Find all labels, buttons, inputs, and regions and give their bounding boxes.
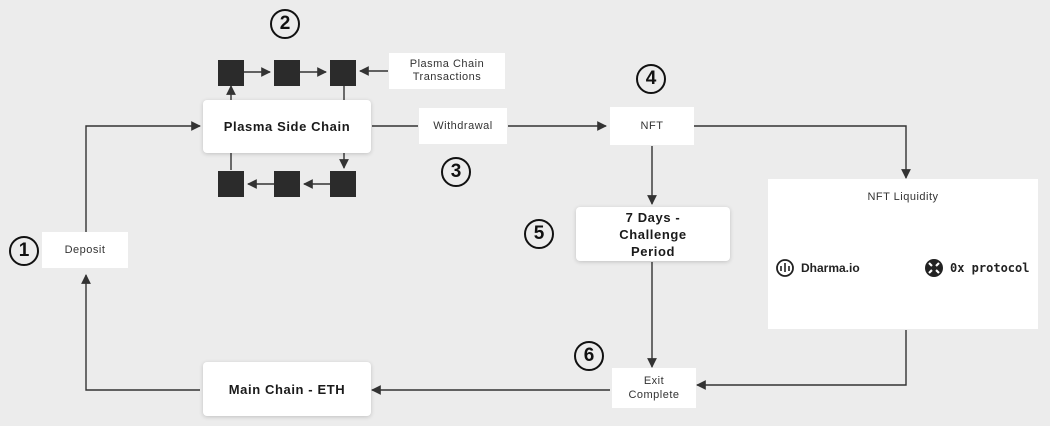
deposit-node: Deposit xyxy=(42,232,128,268)
exit-complete-node: Exit Complete xyxy=(612,368,696,408)
nft-liquidity-title: NFT Liquidity xyxy=(867,191,939,203)
dharma-logo-icon xyxy=(776,259,794,277)
dharma-protocol: Dharma.io xyxy=(775,258,860,278)
nft-liquidity-panel: NFT Liquidity xyxy=(768,179,1038,329)
block-bottom-2 xyxy=(274,171,300,197)
zerox-label: 0x protocol xyxy=(950,261,1030,275)
nft-node: NFT xyxy=(610,107,694,145)
plasma-side-chain-node: Plasma Side Chain xyxy=(203,100,371,153)
block-top-3 xyxy=(330,60,356,86)
step-3-marker: 3 xyxy=(441,157,471,187)
step-4-marker: 4 xyxy=(636,64,666,94)
block-bottom-3 xyxy=(330,171,356,197)
main-chain-node: Main Chain - ETH xyxy=(203,362,371,416)
zerox-logo-icon xyxy=(925,259,943,277)
dharma-label: Dharma.io xyxy=(801,261,860,275)
block-top-1 xyxy=(218,60,244,86)
exit-complete-label: Exit Complete xyxy=(628,375,680,401)
block-bottom-1 xyxy=(218,171,244,197)
step-6-marker: 6 xyxy=(574,341,604,371)
plasma-chain-transactions-node: Plasma Chain Transactions xyxy=(389,53,505,89)
step-5-marker: 5 xyxy=(524,219,554,249)
withdrawal-node: Withdrawal xyxy=(419,108,507,144)
zerox-protocol: 0x protocol xyxy=(924,258,1029,278)
challenge-period-label: 7 Days - Challenge Period xyxy=(619,209,687,259)
block-top-2 xyxy=(274,60,300,86)
challenge-period-node: 7 Days - Challenge Period xyxy=(576,207,730,261)
step-1-marker: 1 xyxy=(9,236,39,266)
step-2-marker: 2 xyxy=(270,9,300,39)
plasma-chain-transactions-label: Plasma Chain Transactions xyxy=(409,58,485,83)
